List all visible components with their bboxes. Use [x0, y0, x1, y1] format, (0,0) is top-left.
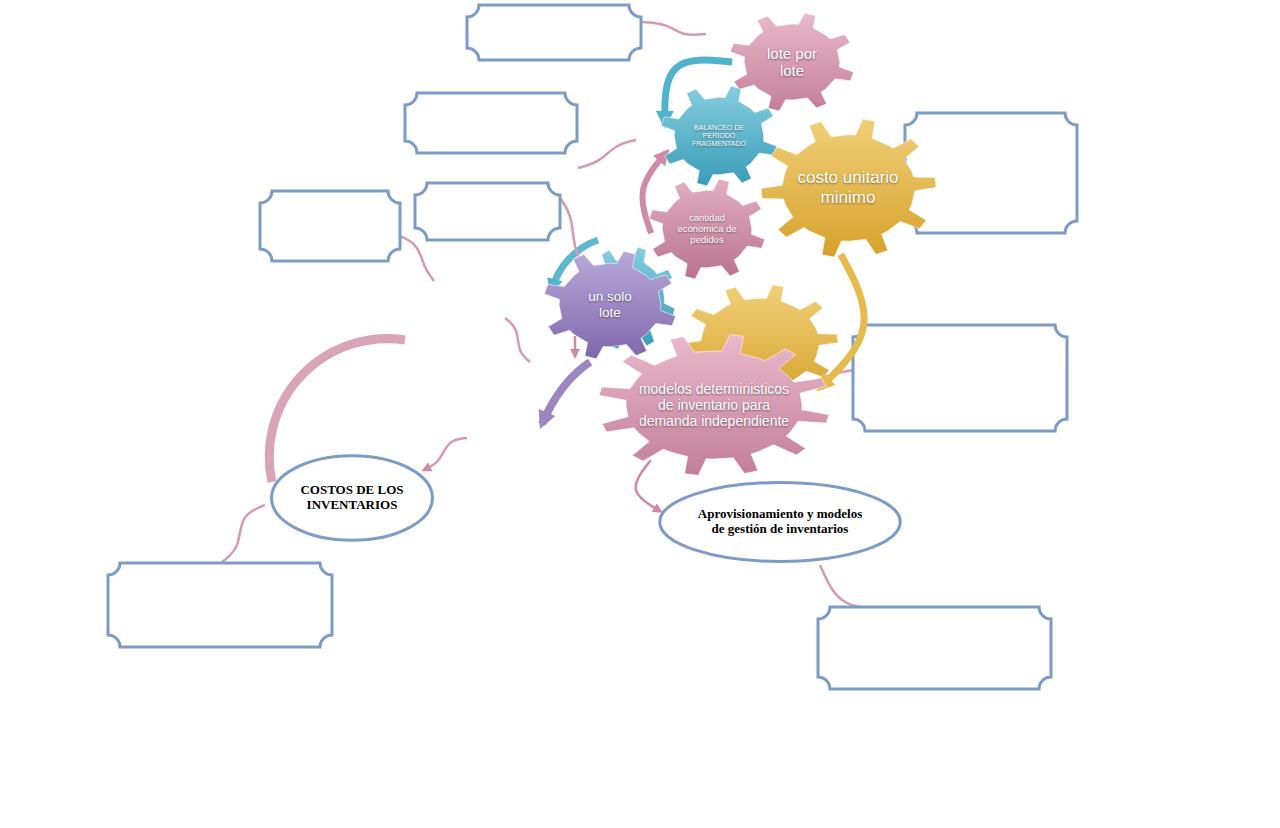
text-wrap: lote por lote — [767, 45, 817, 80]
oval-outline — [271, 456, 432, 541]
oval-outline — [660, 483, 901, 562]
gear-outline — [730, 13, 853, 111]
empty-box — [405, 93, 577, 153]
node-text: Aprovisionamiento y modelos de gestión d… — [693, 507, 867, 537]
gear-node: BALANCEO DE PERIODO FRAGMENTADO — [660, 85, 778, 187]
small-arrow — [574, 336, 577, 356]
gear-node: modelos deterministicos de inventario pa… — [598, 334, 830, 476]
connector-arrow — [636, 460, 661, 511]
text-wrap: modelos deterministicos de inventario pa… — [635, 381, 793, 429]
node-text: COSTOS DE LOS INVENTARIOS — [297, 483, 407, 513]
oval-node: Aprovisionamiento y modelos de gestión d… — [656, 480, 904, 564]
empty-box — [818, 607, 1051, 689]
gear-outline — [544, 251, 675, 359]
node-text: costo unitario minimo — [796, 168, 901, 207]
gear-node: costo unitario minimo — [761, 118, 936, 258]
empty-box — [260, 191, 400, 261]
leader-line — [222, 505, 265, 562]
text-wrap: costo unitario minimo — [796, 168, 901, 207]
empty-box — [108, 563, 332, 647]
text-wrap: Aprovisionamiento y modelos de gestión d… — [693, 507, 867, 537]
empty-box — [415, 183, 560, 240]
empty-box — [905, 113, 1077, 233]
empty-box — [853, 325, 1067, 431]
text-wrap: BALANCEO DE PERIODO FRAGMENTADO — [682, 124, 755, 148]
gear-outline — [761, 119, 936, 257]
text-wrap: un solo lote — [580, 289, 640, 320]
band-arrow — [542, 362, 590, 424]
node-text: modelos deterministicos de inventario pa… — [635, 381, 793, 429]
text-wrap: cantidad economica de pedidos — [673, 213, 741, 246]
leader-arrow — [424, 438, 467, 470]
leader-line — [578, 140, 636, 168]
empty-box — [467, 5, 641, 60]
oval-node: COSTOS DE LOS INVENTARIOS — [269, 453, 435, 543]
gear-outline — [661, 86, 777, 186]
leader-line — [400, 236, 434, 281]
text-wrap: COSTOS DE LOS INVENTARIOS — [297, 483, 407, 513]
node-text: cantidad economica de pedidos — [673, 213, 741, 246]
node-text: un solo lote — [580, 289, 640, 320]
gear-node: cantidad economica de pedidos — [648, 178, 766, 280]
gear-node: lote por lote — [729, 12, 855, 112]
leader-line — [820, 565, 860, 607]
leader-line — [505, 318, 530, 362]
node-text: lote por lote — [767, 45, 817, 80]
connector-arrow — [820, 254, 864, 387]
gear-outline — [649, 179, 765, 279]
leader-line — [641, 22, 706, 35]
node-text: BALANCEO DE PERIODO FRAGMENTADO — [682, 124, 755, 148]
gear-node: un solo lote — [543, 250, 677, 360]
gear-outline — [599, 335, 829, 476]
